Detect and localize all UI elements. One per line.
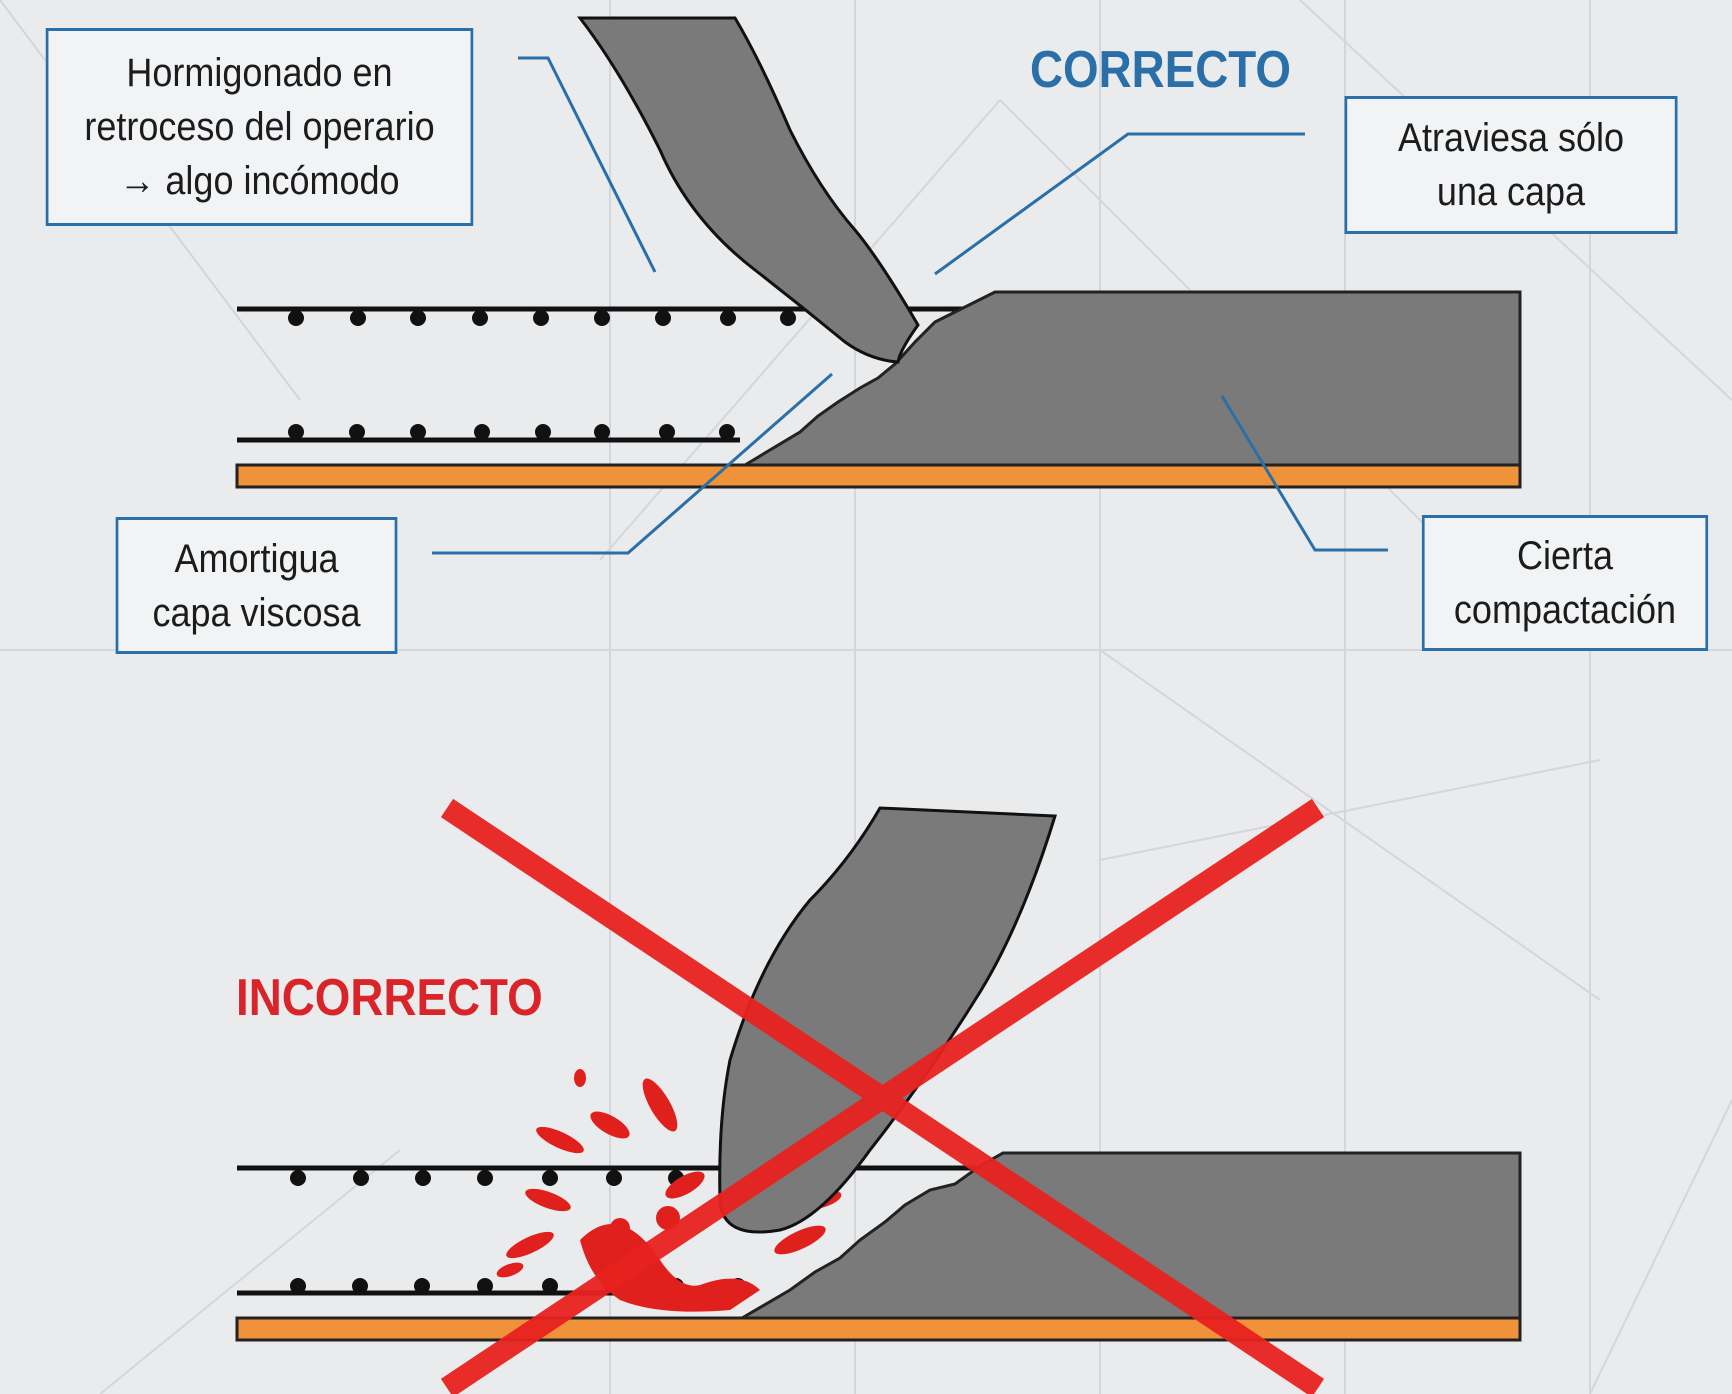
leader-lines-top: [432, 56, 1388, 555]
label-backward-line-1: Hormigonado en: [126, 51, 393, 95]
label-backward-line-3: → algo incómodo: [119, 159, 400, 203]
label-one-layer: Atraviesa sólo una capa: [1344, 96, 1678, 234]
correct-section: [235, 16, 1522, 555]
concrete-mass-bottom: [736, 1151, 1522, 1320]
red-cross-mark: [440, 798, 1325, 1394]
label-viscous-line-1: Amortigua: [174, 536, 339, 581]
label-backward-pouring: Hormigonado en retroceso del operario → …: [45, 28, 474, 226]
splash-droplets: [496, 1069, 842, 1312]
rebar-dots-top: [288, 310, 796, 440]
label-one-layer-line-2: una capa: [1436, 170, 1586, 214]
incorrect-heading: INCORRECTO: [236, 969, 543, 1027]
vibrator-poker-bottom: [718, 806, 1058, 1234]
label-compaction-line-2: compactación: [1453, 588, 1677, 632]
label-one-layer-line-1: Atraviesa sólo: [1397, 116, 1625, 160]
label-backward-line-2: retroceso del operario: [84, 105, 435, 149]
label-compaction: Cierta compactación: [1421, 515, 1709, 651]
concrete-mass-top: [739, 290, 1522, 467]
formwork-board-bottom: [235, 1316, 1522, 1342]
vibrator-poker-top: [576, 16, 920, 364]
label-compaction-line-1: Cierta: [1516, 534, 1614, 578]
correct-heading: CORRECTO: [1030, 41, 1292, 99]
incorrect-section: [235, 798, 1522, 1394]
label-viscous-layer: Amortigua capa viscosa: [115, 517, 398, 654]
formwork-board-top: [235, 463, 1522, 489]
label-viscous-line-2: capa viscosa: [152, 590, 361, 635]
